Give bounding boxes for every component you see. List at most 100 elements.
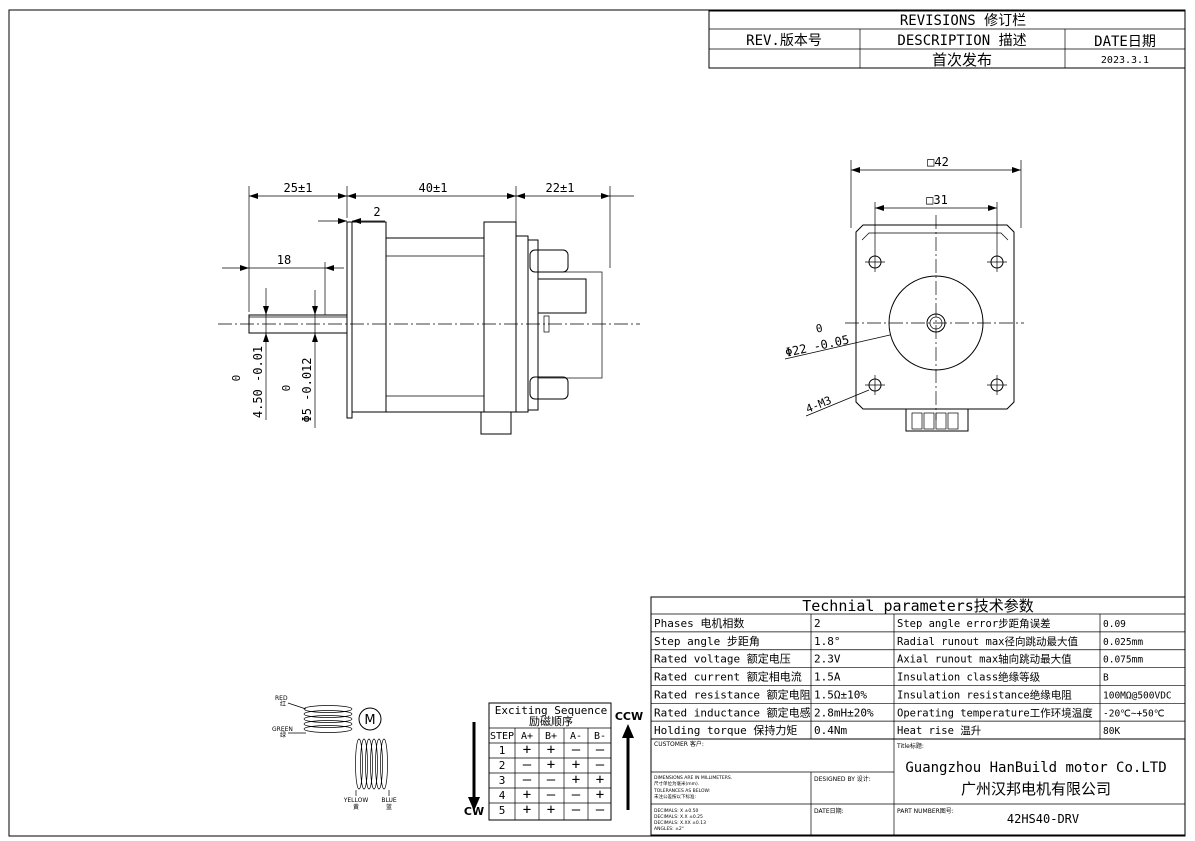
coil-b [355,738,388,790]
tol-note-cn: 未注公差按以下标准: [654,793,696,800]
dim-18: 18 [277,253,291,267]
wire-red-cn: 红 [280,700,286,708]
tech-param-value: 0.09 [1103,619,1126,630]
coil-a [303,705,353,733]
tech-param-name: Phases 电机相数 [654,616,744,630]
customer-label: CUSTOMER 客户: [654,740,704,748]
seq-phase-cell: – [596,802,605,818]
part-number: 42HS40-DRV [1007,812,1079,826]
wire-blue-cn: 蓝 [386,803,392,811]
tech-param-name: Step angle 步距角 [654,635,760,648]
seq-phase-cell: – [596,757,605,773]
front-view: □42 □31 0 Φ22 -0.05 4-M3 [784,155,1024,432]
dims-note: DIMENSIONS ARE IN MILLIMETERS. [654,775,732,781]
seq-phase-cell: + [596,772,604,788]
tech-title: Technial parameters技术参数 [802,597,1034,615]
seq-phase-cell: – [596,742,605,758]
seq-header: STEP [490,731,514,742]
sequence-title-en: Exciting Sequence [495,704,608,717]
tech-param-value: 0.075mm [1103,655,1143,666]
revisions-title: REVISIONS 修订栏 [900,13,1026,29]
seq-step-cell: 4 [499,789,506,802]
description-header: DESCRIPTION 描述 [897,33,1026,49]
seq-header: B+ [545,731,557,742]
tol-line: DECIMALS: X.X ±0.25 [654,814,703,820]
company-name-en: Guangzhou HanBuild motor Co.LTD [905,760,1166,776]
boss-circle [888,275,984,371]
wire-yellow-label: YELLOW [343,797,369,804]
tech-param-name: Insulation resistance绝缘电阻 [897,688,1072,701]
tol-line: DECIMALS: X ±0.50 [654,808,698,814]
tech-param-name: Axial runout max轴向跳动最大值 [897,653,1072,666]
seq-phase-cell: – [572,802,581,818]
tech-param-value: 2.3V [814,653,841,666]
wire-yellow-cn: 黄 [353,803,359,811]
seq-phase-cell: – [523,757,532,773]
mounting-hole [987,375,1007,395]
tech-param-name: Rated current 额定相电流 [654,670,802,684]
tech-param-value: -20℃~+50℃ [1103,708,1165,719]
tol-note: TOLERANCES AS BELOW: [653,788,710,794]
rev-header: REV.版本号 [746,33,822,49]
tech-param-value: 80K [1103,726,1120,737]
tech-param-name: Rated inductance 额定电感 [654,705,811,719]
shaft-flat-dim: 4.50 -0.01 [251,346,265,418]
tech-param-name: Heat rise 温升 [897,725,981,737]
tech-param-value: 2.8mH±20% [814,706,874,719]
motor-label: M [364,713,375,728]
seq-step-cell: 1 [499,744,506,757]
tech-param-name: Holding torque 保持力矩 [654,723,797,737]
date-label: DATE日期: [814,807,844,815]
tech-param-name: Operating temperature工作环境温度 [897,706,1093,719]
seq-phase-cell: + [547,757,555,773]
wire-red-label: RED [275,695,288,702]
designed-by-label: DESIGNED BY 设计: [814,775,871,783]
tech-param-name: Rated resistance 额定电阻 [654,687,811,701]
tech-param-value: 1.8° [814,635,841,648]
seq-phase-cell: + [572,757,580,773]
seq-step-cell: 2 [499,759,506,772]
date-header: DATE日期 [1094,34,1156,50]
sheet-border [8,9,1186,837]
front-cap [351,221,387,413]
tech-param-value: B [1103,673,1109,684]
tech-param-value: 1.5Ω±10% [814,688,867,701]
sequence-title-cn: 励磁顺序 [529,714,573,728]
wire-blue-label: BLUE [381,797,397,804]
tech-param-value: 0.025mm [1103,637,1143,648]
tech-param-value: 100MΩ@500VDC [1103,690,1172,701]
seq-phase-cell: – [572,742,581,758]
revision-date: 2023.3.1 [1101,55,1149,66]
tech-param-value: 0.4Nm [814,724,847,737]
title-block: CUSTOMER 客户: Title标题: Guangzhou HanBuild… [650,738,1186,836]
motor-symbol [358,707,382,731]
seq-step-cell: 3 [499,774,506,787]
shaft-dia-dim: Φ5 -0.012 [300,357,314,422]
seq-phase-cell: – [547,787,556,803]
cw-label: CW [464,805,484,818]
seq-phase-cell: + [523,802,531,818]
side-view: 25±1 40±1 22±1 2 18 0 4.50 -0.01 0 Φ5 -0… [218,181,640,435]
wiring-diagram: RED 红 GREEN 绿 M YELLOW 黄 BLUE 蓝 [272,695,397,811]
dim-25: 25±1 [284,181,313,195]
motor-body [385,237,485,413]
rear-cap [483,221,517,413]
seq-phase-cell: – [547,772,556,788]
mounting-hole [865,375,885,395]
dim-sq31: □31 [926,193,948,207]
mounting-hole [865,252,885,272]
boss-dim: Φ22 -0.05 [784,332,851,359]
dims-note-cn: 尺寸单位为毫米(mm). [654,780,699,787]
holes-label: 4-M3 [804,394,833,416]
seq-header: A- [570,731,582,742]
exciting-sequence-table: Exciting Sequence 励磁顺序 STEP A+ B+ A- B- … [464,702,643,821]
tech-param-value: 1.5A [814,671,841,684]
part-number-label: PART NUMBER图号: [897,808,954,815]
dim-2: 2 [373,205,380,219]
tech-param-name: Step angle error步距角误差 [897,617,1051,630]
seq-phase-cell: – [523,772,532,788]
wire-green-label: GREEN [272,726,293,733]
tech-param-name: Rated voltage 额定电压 [654,652,791,666]
ccw-label: CCW [615,710,643,723]
